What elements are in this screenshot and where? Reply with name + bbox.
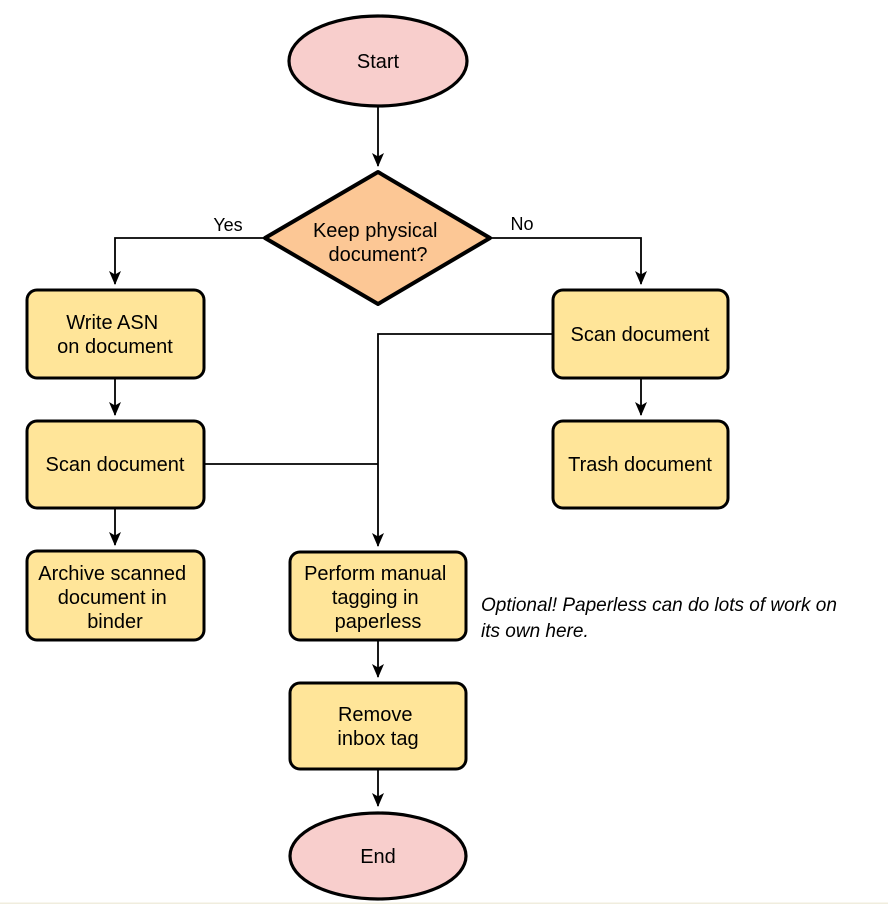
decision-label-line2: document? — [329, 244, 428, 266]
archive-node — [25, 549, 206, 642]
end-node — [288, 811, 468, 901]
decision-label-line1: Keep physical — [313, 220, 438, 242]
write-asn-label-line2: on document — [57, 336, 173, 358]
archive-label-line3: binder — [87, 611, 143, 633]
edge-scanright-to-tagging — [372, 333, 553, 547]
archive-label-line1: Archive scanned — [38, 563, 186, 585]
decision-node — [263, 170, 492, 306]
write-asn-node — [25, 288, 206, 380]
trash-document-node — [551, 419, 730, 510]
tagging-label-line3: paperless — [335, 611, 422, 633]
bottom-rule — [0, 902, 888, 904]
archive-label-line2: document in — [58, 587, 167, 609]
decision-label: Keep physical document? — [313, 220, 443, 266]
remove-inbox-tag-label-line1: Remove — [338, 704, 412, 726]
tagging-label: Perform manual tagging in paperless — [304, 563, 452, 633]
scan-document-right-node — [551, 288, 730, 380]
archive-label: Archive scanned document in binder — [38, 563, 191, 633]
end-label: End — [360, 846, 396, 868]
write-asn-label: Write ASN on document — [57, 312, 173, 358]
scan-document-right-label: Scan document — [571, 324, 710, 346]
optional-note-line2: its own here. — [481, 621, 589, 642]
edge-decision-no — [490, 237, 647, 285]
write-asn-label-line1: Write ASN — [66, 312, 158, 334]
scan-document-left-label: Scan document — [46, 454, 185, 476]
no-branch-label: No — [510, 214, 533, 234]
remove-inbox-tag-label-line2: inbox tag — [337, 728, 418, 750]
remove-inbox-tag-node — [288, 681, 468, 771]
tagging-label-line1: Perform manual — [304, 563, 446, 585]
scan-document-left-node — [25, 419, 206, 510]
remove-inbox-tag-label: Remove inbox tag — [337, 704, 418, 750]
start-label: Start — [357, 51, 400, 73]
start-node — [287, 14, 469, 108]
optional-note-line1: Optional! Paperless can do lots of work … — [481, 595, 837, 616]
trash-document-label: Trash document — [568, 454, 712, 476]
edge-decision-yes — [109, 237, 265, 285]
tagging-node — [288, 550, 468, 642]
tagging-label-line2: tagging in — [332, 587, 419, 609]
yes-branch-label: Yes — [213, 215, 242, 235]
optional-note: Optional! Paperless can do lots of work … — [481, 595, 842, 642]
